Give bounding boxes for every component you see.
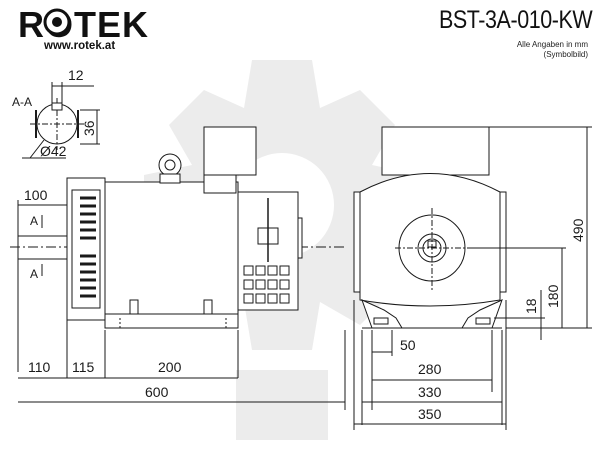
foot-height-dim: 18: [523, 298, 539, 314]
units-note: Alle Angaben in mm: [516, 40, 588, 49]
height-total-dim: 490: [570, 218, 586, 242]
dim-280: 280: [418, 361, 442, 377]
shaft-center-height-dim: 180: [545, 284, 561, 308]
dim-115: 115: [72, 359, 95, 375]
fan-louvres: [80, 196, 96, 298]
brand-logo: ROTEK: [18, 4, 149, 45]
side-dimensions: [17, 200, 346, 410]
dim-50: 50: [400, 337, 416, 353]
dim-600: 600: [145, 384, 169, 400]
shaft-length-dim: 100: [24, 187, 48, 203]
key-width-dim: 12: [68, 67, 84, 83]
dim-350: 350: [418, 406, 442, 422]
cut-label-top: A: [30, 214, 38, 228]
shaft-diameter-dim: Ø42: [40, 143, 67, 159]
dim-200: 200: [158, 359, 182, 375]
shaft-height-dim: 36: [81, 120, 97, 136]
section-label: A-A: [12, 95, 32, 109]
brand-url: www.rotek.at: [44, 40, 116, 52]
panel-sockets: [243, 265, 290, 304]
logo-gear-icon: [43, 8, 71, 36]
symbol-note: (Symbolbild): [543, 50, 588, 59]
dim-110: 110: [28, 359, 51, 375]
front-view: [353, 126, 507, 329]
model-number: BST-3A-010-KW: [438, 6, 593, 34]
dim-330: 330: [418, 384, 442, 400]
front-dimensions: [353, 126, 592, 430]
cut-label-bottom: A: [30, 267, 38, 281]
shaft-section: [22, 82, 100, 159]
